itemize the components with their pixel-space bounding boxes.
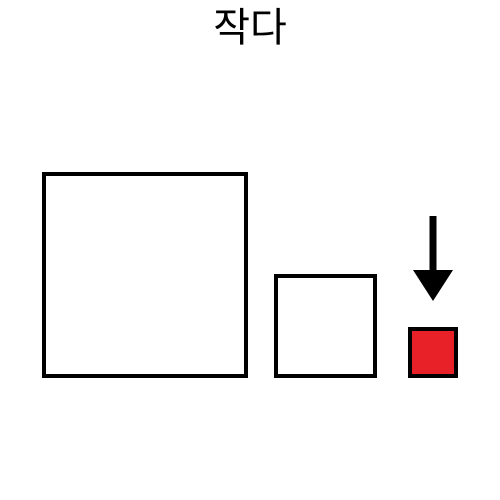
down-arrow-icon — [413, 216, 453, 301]
large-square — [42, 172, 248, 378]
word-label: 작다 — [213, 5, 287, 51]
medium-square — [274, 274, 377, 378]
small-square — [408, 327, 458, 378]
